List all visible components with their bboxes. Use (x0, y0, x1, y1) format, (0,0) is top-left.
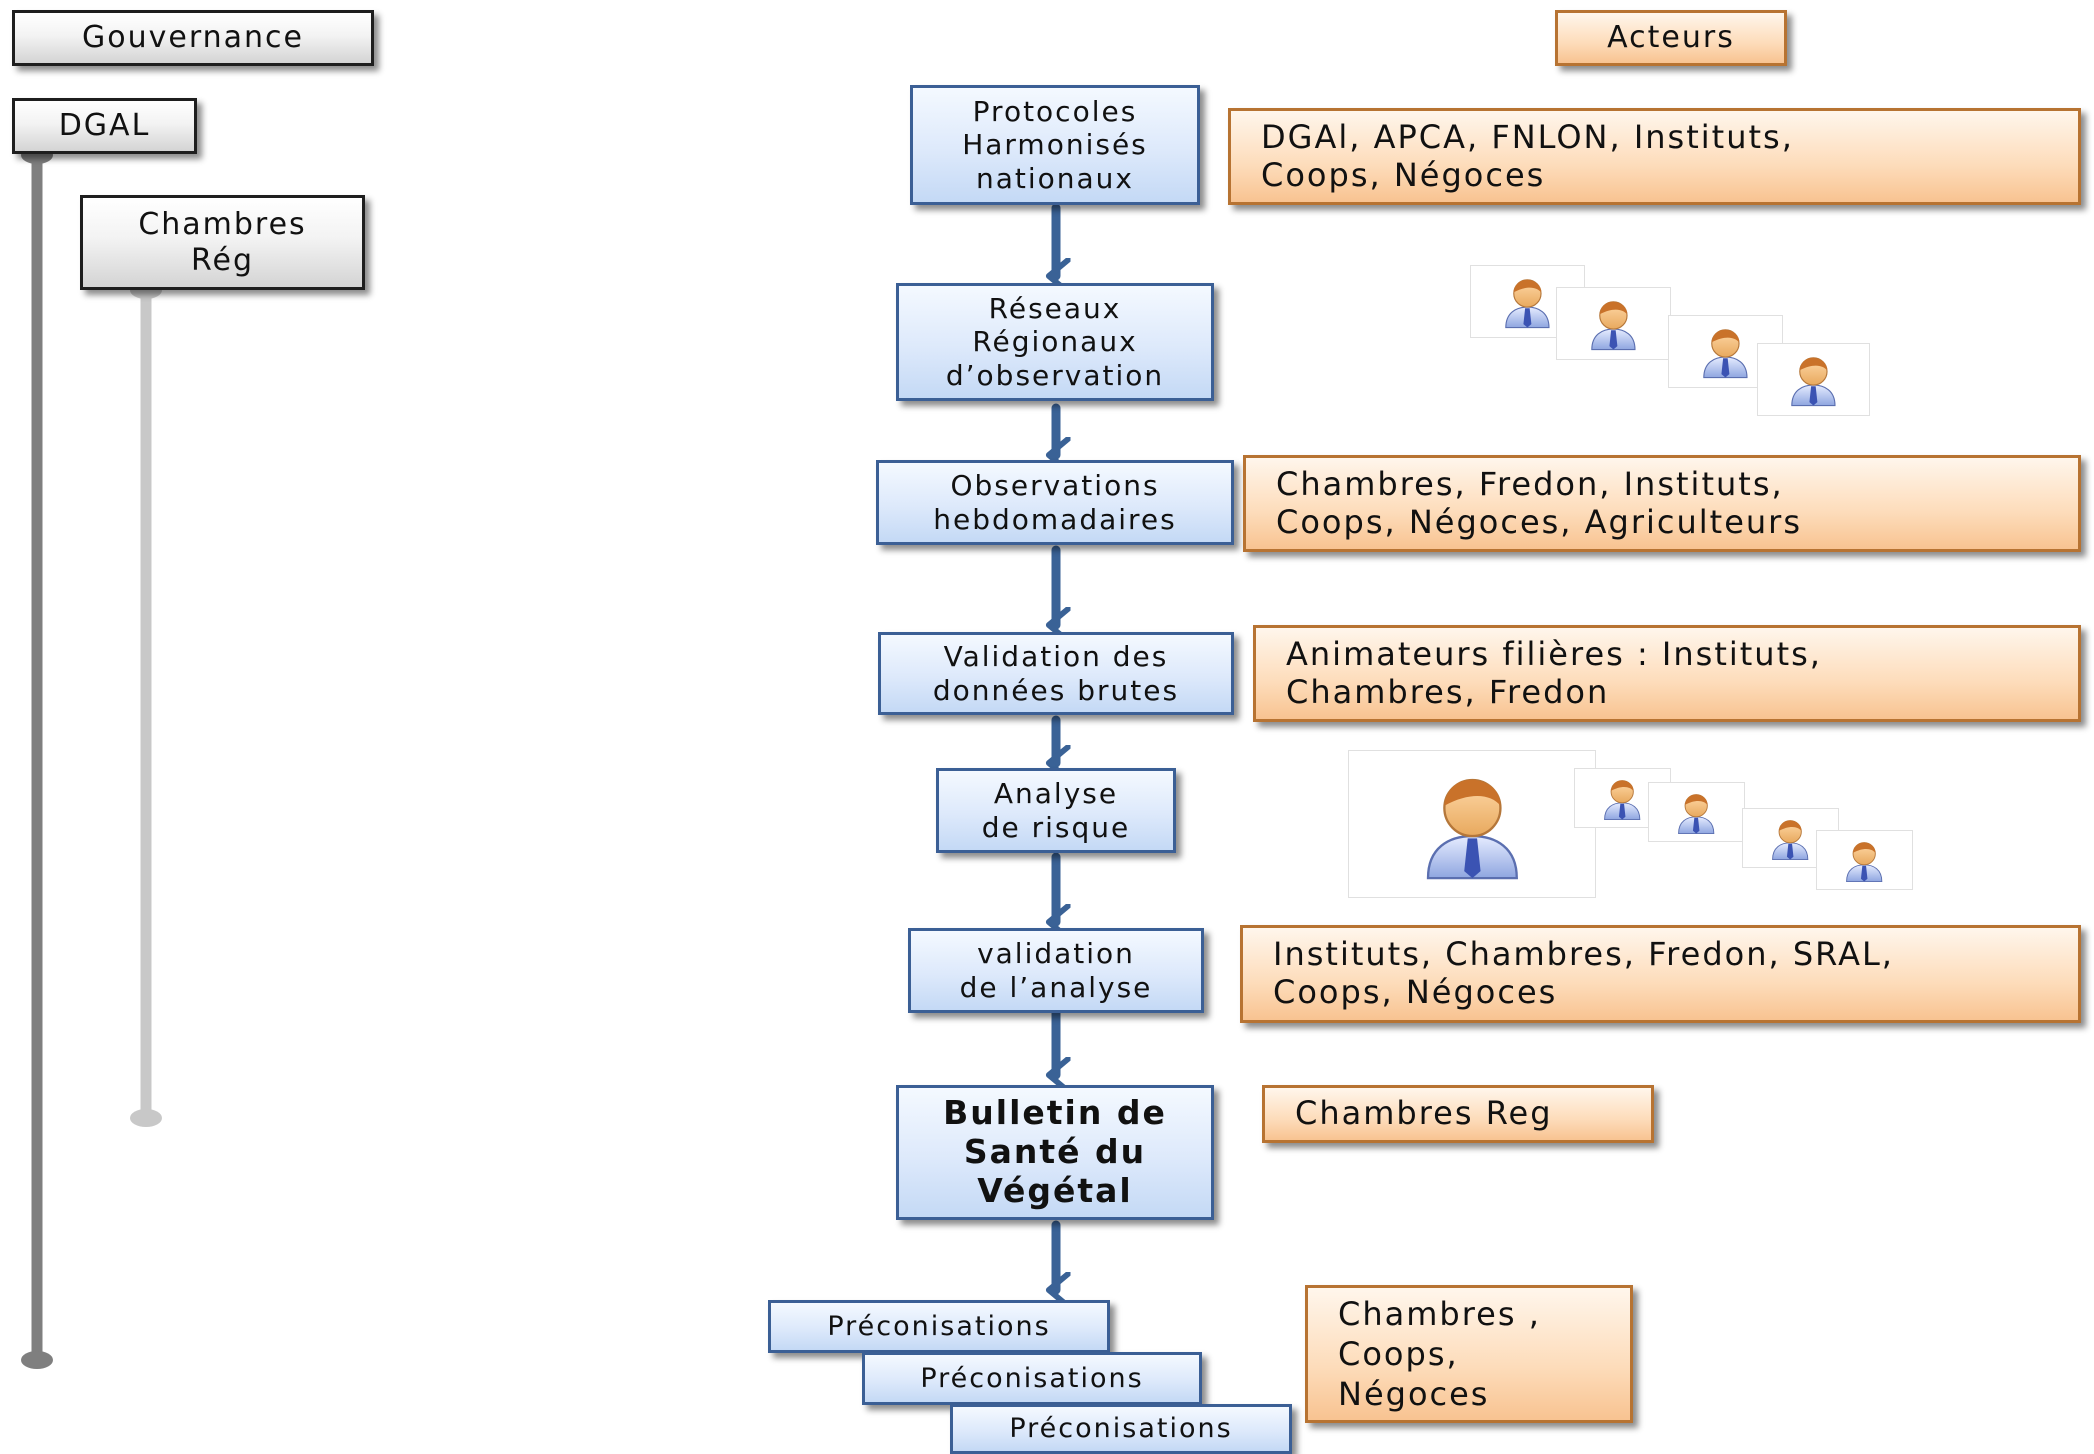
step-label: Réseaux Régionaux d’observation (945, 292, 1165, 392)
actors-header: Acteurs (1555, 10, 1787, 66)
step-observations: Observations hebdomadaires (876, 460, 1234, 545)
dgal-timeline-end-dot (21, 1351, 53, 1369)
preconisation-label: Préconisations (920, 1362, 1144, 1394)
step-protocoles: Protocoles Harmonisés nationaux (910, 85, 1200, 205)
person-glyph (1604, 779, 1641, 820)
governance-header-label: Gouvernance (82, 20, 304, 56)
actor-box: DGAl, APCA, FNLON, Instituts, Coops, Nég… (1228, 108, 2081, 205)
step-bulletin-sante-vegetal: Bulletin de Santé du Végétal (896, 1085, 1214, 1220)
person-glyph (1772, 819, 1809, 860)
actor-label: DGAl, APCA, FNLON, Instituts, Coops, Nég… (1261, 117, 1794, 194)
person-glyph (1678, 793, 1715, 834)
actor-label: Chambres Reg (1295, 1094, 1553, 1133)
step-reseaux: Réseaux Régionaux d’observation (896, 283, 1214, 401)
actor-label: Instituts, Chambres, Fredon, SRAL, Coops… (1273, 935, 1894, 1011)
chambres-timeline-end-dot (130, 1109, 162, 1127)
actor-box: Chambres, Fredon, Instituts, Coops, Négo… (1243, 455, 2081, 552)
preconisation-box: Préconisations (950, 1404, 1292, 1454)
person-glyph (1846, 841, 1883, 882)
person-glyph (1591, 301, 1636, 351)
actor-label: Animateurs filières : Instituts, Chambre… (1286, 634, 1822, 711)
step-analyse-risque: Analyse de risque (936, 768, 1176, 853)
step-label: Analyse de risque (981, 777, 1131, 844)
preconisation-box: Préconisations (768, 1300, 1110, 1353)
step-label: Observations hebdomadaires (933, 469, 1177, 536)
dgal-box: DGAL (12, 98, 197, 154)
step-label: Protocoles Harmonisés nationaux (962, 95, 1148, 195)
dgal-label: DGAL (58, 108, 151, 144)
step-validation-analyse: validation de l’analyse (908, 928, 1204, 1013)
governance-header: Gouvernance (12, 10, 374, 66)
actor-box: Chambres Reg (1262, 1085, 1654, 1143)
actor-label: Chambres, Fredon, Instituts, Coops, Négo… (1276, 464, 1802, 541)
person-glyph (1791, 357, 1836, 407)
person-glyph (1426, 778, 1518, 879)
preconisation-label: Préconisations (827, 1310, 1051, 1342)
step-label: Validation des données brutes (932, 640, 1180, 707)
person-icon (1348, 750, 1596, 898)
person-icon (1556, 287, 1671, 360)
person-icon (1816, 830, 1913, 890)
preconisation-label: Préconisations (1009, 1413, 1233, 1445)
actors-header-label: Acteurs (1607, 20, 1735, 56)
actor-box: Instituts, Chambres, Fredon, SRAL, Coops… (1240, 925, 2081, 1023)
step-label: validation de l’analyse (959, 937, 1153, 1004)
actor-label: Chambres , Coops, Négoces (1338, 1295, 1541, 1413)
actor-box: Chambres , Coops, Négoces (1305, 1285, 1633, 1423)
chambres-reg-box: Chambres Rég (80, 195, 365, 290)
person-glyph (1703, 329, 1748, 379)
person-icon (1757, 343, 1870, 416)
step-validation-donnees: Validation des données brutes (878, 632, 1234, 715)
person-icon (1648, 782, 1745, 842)
chambres-reg-label: Chambres Rég (138, 207, 307, 278)
person-glyph (1505, 279, 1550, 329)
step-label: Bulletin de Santé du Végétal (943, 1093, 1167, 1210)
actor-box: Animateurs filières : Instituts, Chambre… (1253, 625, 2081, 722)
preconisation-box: Préconisations (862, 1352, 1202, 1405)
